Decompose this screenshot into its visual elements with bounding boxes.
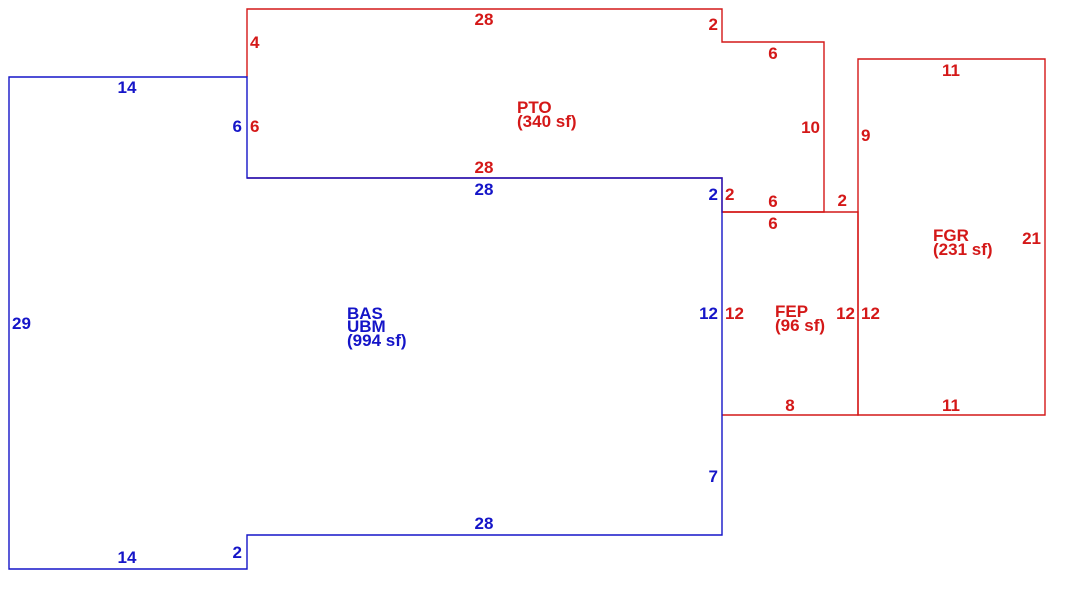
fep-code: FEP <box>775 302 808 321</box>
bas-dimensions: 14 6 28 2 12 7 28 2 14 29 <box>12 78 718 567</box>
dim-label: 8 <box>785 396 794 415</box>
fgr-size: (231 sf) <box>933 240 993 259</box>
dim-label: 6 <box>233 117 242 136</box>
fgr-dimensions: 11 9 21 12 11 <box>861 61 1041 415</box>
dim-label: 9 <box>861 126 870 145</box>
dim-label: 21 <box>1022 229 1041 248</box>
dim-label: 12 <box>836 304 855 323</box>
dim-label: 2 <box>709 15 718 34</box>
dim-label: 12 <box>699 304 718 323</box>
dim-label: 28 <box>475 10 494 29</box>
dim-label: 12 <box>725 304 744 323</box>
dim-label: 14 <box>118 78 137 97</box>
dim-label: 12 <box>861 304 880 323</box>
pto-code: PTO <box>517 98 552 117</box>
pto-area-label: PTO (340 sf) <box>517 98 577 131</box>
fgr-area-label: FGR (231 sf) <box>933 226 993 259</box>
dim-label: 4 <box>250 33 260 52</box>
fep-area-label: FEP (96 sf) <box>775 302 825 335</box>
pto-size: (340 sf) <box>517 112 577 131</box>
dim-label: 7 <box>709 467 718 486</box>
dim-label: 29 <box>12 314 31 333</box>
dim-label: 2 <box>838 191 847 210</box>
fep-size: (96 sf) <box>775 316 825 335</box>
dim-label: 28 <box>475 180 494 199</box>
dim-label: 11 <box>942 396 960 415</box>
dim-label: 2 <box>709 185 718 204</box>
dim-label: 14 <box>118 548 137 567</box>
dim-label: 6 <box>768 192 777 211</box>
bas-size: (994 sf) <box>347 331 407 350</box>
dim-label: 6 <box>768 214 777 233</box>
dim-label: 6 <box>768 44 777 63</box>
fgr-code: FGR <box>933 226 969 245</box>
bas-area-label: BAS UBM (994 sf) <box>347 304 407 350</box>
dim-label: 10 <box>801 118 820 137</box>
dim-label: 28 <box>475 514 494 533</box>
dim-label: 2 <box>725 185 734 204</box>
fep-dimensions: 6 2 12 12 8 <box>725 191 855 415</box>
bas-outline <box>8 76 723 570</box>
fgr-outline <box>857 58 1046 416</box>
bas-code: BAS <box>347 304 383 323</box>
dim-label: 11 <box>942 61 960 80</box>
dim-label: 28 <box>475 158 494 177</box>
pto-dimensions: 4 28 2 6 10 6 2 28 6 <box>250 10 820 211</box>
dim-label: 6 <box>250 117 259 136</box>
dim-label: 2 <box>233 543 242 562</box>
ubm-code: UBM <box>347 317 386 336</box>
